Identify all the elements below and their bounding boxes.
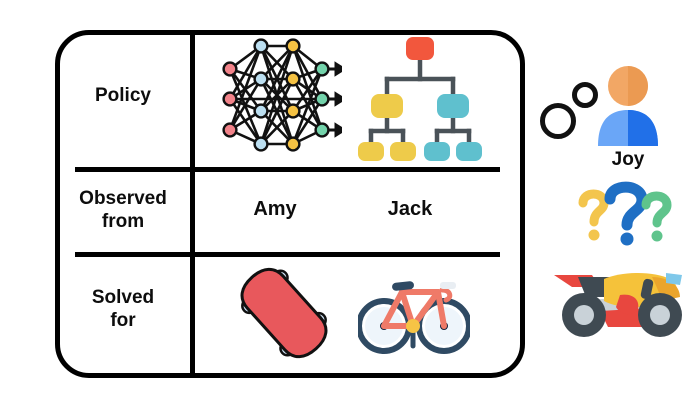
three-question-marks-icon (570, 181, 676, 249)
decision-tree-icon (355, 33, 485, 161)
thought-bubble-large-icon (540, 103, 576, 139)
row-label-observed-line1: Observed (79, 188, 167, 209)
person-avatar-icon (590, 58, 666, 150)
column-name-jack: Jack (387, 198, 433, 220)
person-name-label: Joy (611, 149, 645, 170)
neural-network-icon (212, 33, 347, 161)
row-label-observed-line2: from (101, 210, 145, 232)
table-row-divider-2 (75, 252, 500, 257)
row-label-observed-from: Observed from (58, 188, 188, 234)
thought-bubble-small-icon (572, 82, 598, 108)
table-row-divider-1 (75, 167, 500, 172)
motorcycle-icon (548, 253, 696, 345)
row-label-solved-line2: for (110, 309, 136, 331)
row-label-solved-line1: Solved (91, 287, 155, 308)
row-label-policy: Policy (95, 85, 151, 106)
table-vertical-divider (190, 30, 195, 378)
bicycle-icon (356, 268, 472, 360)
row-label-solved-for: Solved for (58, 287, 188, 333)
column-name-amy: Amy (253, 198, 297, 220)
skateboard-icon (232, 263, 336, 363)
side-panel: Joy (534, 55, 700, 365)
